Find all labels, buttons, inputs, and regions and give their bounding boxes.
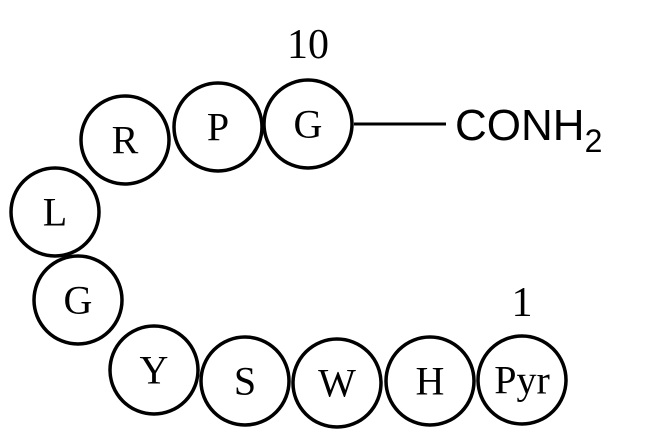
residue-3: W	[291, 337, 383, 429]
residue-label: S	[234, 359, 256, 404]
residue-label: Y	[140, 348, 169, 393]
residue-8: R	[79, 94, 171, 186]
residue-6: G	[32, 254, 124, 346]
residue-circle	[199, 335, 291, 427]
terminal-group: CONH2	[455, 101, 602, 159]
residue-circle	[32, 254, 124, 346]
residue-9: P	[172, 81, 264, 173]
residue-circle	[262, 78, 354, 170]
residue-circle	[291, 337, 383, 429]
residue-circle	[172, 81, 264, 173]
residue-4: S	[199, 335, 291, 427]
position-label-10: 10	[287, 22, 329, 68]
position-label-1: 1	[512, 280, 533, 326]
residue-2: H	[384, 335, 476, 427]
residue-circle	[79, 94, 171, 186]
residue-label: G	[294, 102, 323, 147]
residue-label: H	[416, 359, 445, 404]
residue-circle	[9, 166, 101, 258]
residue-circle	[108, 324, 200, 416]
residue-1: Pyr	[476, 334, 568, 426]
residue-label: Pyr	[494, 358, 550, 403]
residue-label: G	[64, 278, 93, 323]
residue-circle	[384, 335, 476, 427]
residue-label: W	[318, 361, 356, 406]
residue-label: R	[112, 118, 139, 163]
residue-label: P	[207, 105, 229, 150]
residue-10: G	[262, 78, 354, 170]
residue-label: L	[43, 190, 67, 235]
residue-circle	[476, 334, 568, 426]
residue-5: Y	[108, 324, 200, 416]
residue-7: L	[9, 166, 101, 258]
